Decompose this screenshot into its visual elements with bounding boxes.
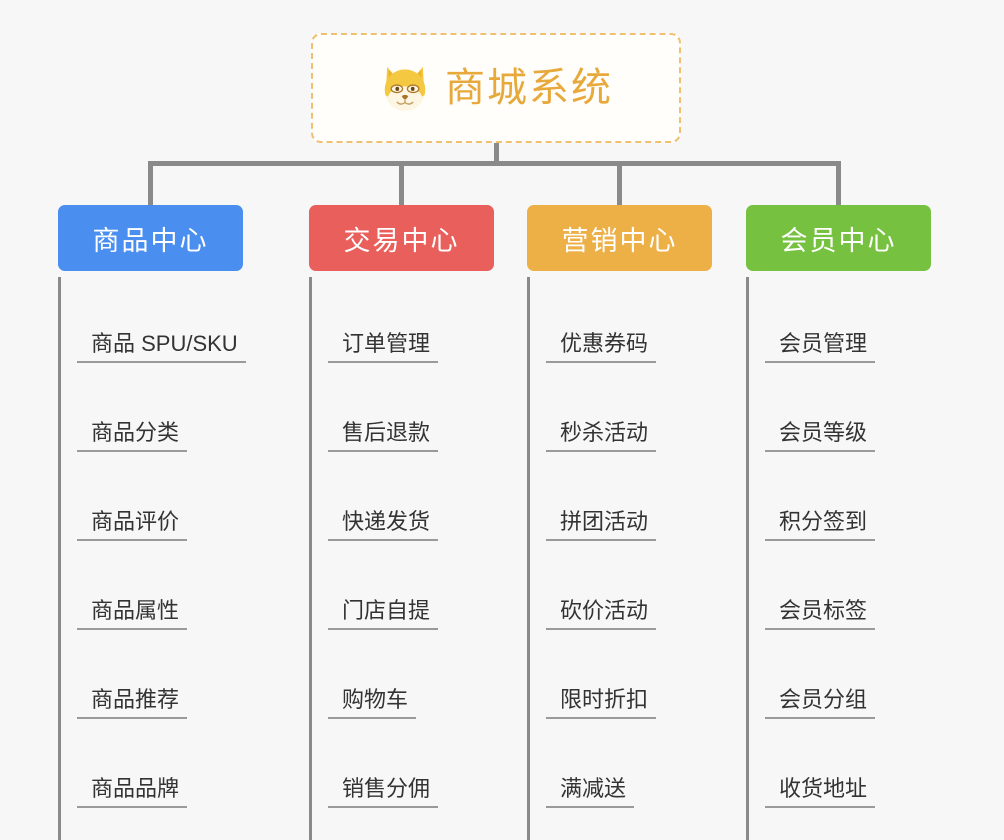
column-2: 交易中心订单管理售后退款快递发货门店自提购物车销售分佣 [309,205,494,840]
column-4: 会员中心会员管理会员等级积分签到会员标签会员分组收货地址 [746,205,931,840]
leaf-item[interactable]: 会员分组 [765,633,931,722]
leaf-item[interactable]: 砍价活动 [546,544,712,633]
leaf-item[interactable]: 订单管理 [328,277,494,366]
leaf-item-label: 快递发货 [328,509,439,541]
leaf-item[interactable]: 拼团活动 [546,455,712,544]
leaf-item-label: 限时折扣 [546,687,657,719]
leaf-item[interactable]: 积分签到 [765,455,931,544]
connector-drop-2 [399,161,404,205]
leaf-item[interactable]: 商品品牌 [77,722,243,811]
leaf-item-label: 砍价活动 [546,598,657,630]
leaf-item[interactable]: 购物车 [328,633,494,722]
connector-drop-3 [617,161,622,205]
leaf-item-label: 会员分组 [765,687,876,719]
leaf-item[interactable]: 售后退款 [328,366,494,455]
leaf-item[interactable]: 秒杀活动 [546,366,712,455]
leaf-item-label: 商品品牌 [77,776,188,808]
leaf-item[interactable]: 收货地址 [765,722,931,811]
leaf-item[interactable]: 商品分类 [77,366,243,455]
leaf-item[interactable]: 会员管理 [765,277,931,366]
leaf-item[interactable]: 商品 SPU/SKU [77,277,246,366]
leaf-item-label: 会员等级 [765,420,876,452]
column-branch-line-3: 优惠券码秒杀活动拼团活动砍价活动限时折扣满减送 [527,277,712,840]
column-branch-line-4: 会员管理会员等级积分签到会员标签会员分组收货地址 [746,277,931,840]
leaf-item[interactable]: 商品属性 [77,544,243,633]
column-branch-line-1: 商品 SPU/SKU 商品分类商品评价商品属性商品推荐商品品牌 [58,277,246,840]
leaf-item-label: 会员管理 [765,331,876,363]
leaf-item-label: 商品推荐 [77,687,188,719]
leaf-item[interactable]: 商品推荐 [77,633,243,722]
leaf-item-label: 优惠券码 [546,331,657,363]
leaf-item-label: 拼团活动 [546,509,657,541]
leaf-item[interactable]: 门店自提 [328,544,494,633]
column-branch-line-2: 订单管理售后退款快递发货门店自提购物车销售分佣 [309,277,494,840]
leaf-item[interactable]: 商品评价 [77,455,243,544]
leaf-item-label: 积分签到 [765,509,876,541]
leaf-item[interactable]: 限时折扣 [546,633,712,722]
leaf-item-label: 秒杀活动 [546,420,657,452]
category-header-4[interactable]: 会员中心 [746,205,931,271]
leaf-item-label: 售后退款 [328,420,439,452]
leaf-item-label: 购物车 [328,687,417,719]
leaf-item-label: 商品 SPU/SKU [77,331,246,363]
leaf-item[interactable]: 快递发货 [328,455,494,544]
category-header-2[interactable]: 交易中心 [309,205,494,271]
leaf-item-label: 商品属性 [77,598,188,630]
connector-drop-1 [148,161,153,205]
leaf-item-label: 收货地址 [765,776,876,808]
connector-bus [148,161,841,166]
leaf-item-label: 会员标签 [765,598,876,630]
leaf-item-label: 销售分佣 [328,776,439,808]
category-header-3[interactable]: 营销中心 [527,205,712,271]
category-header-1[interactable]: 商品中心 [58,205,243,271]
leaf-item-label: 满减送 [546,776,635,808]
column-1: 商品中心商品 SPU/SKU 商品分类商品评价商品属性商品推荐商品品牌 [58,205,246,840]
root-node[interactable]: 商城系统 [311,33,681,143]
leaf-item[interactable]: 满减送 [546,722,712,811]
leaf-item-label: 门店自提 [328,598,439,630]
root-title: 商城系统 [445,66,613,110]
leaf-item[interactable]: 销售分佣 [328,722,494,811]
leaf-item-label: 商品评价 [77,509,188,541]
leaf-item-label: 商品分类 [77,420,188,452]
leaf-item[interactable]: 会员标签 [765,544,931,633]
connector-stem [494,143,499,165]
leaf-item[interactable]: 优惠券码 [546,277,712,366]
leaf-item[interactable]: 会员等级 [765,366,931,455]
connector-drop-4 [836,161,841,205]
leaf-item-label: 订单管理 [328,331,439,363]
column-3: 营销中心优惠券码秒杀活动拼团活动砍价活动限时折扣满减送 [527,205,712,840]
shiba-dog-emoji [379,62,431,114]
